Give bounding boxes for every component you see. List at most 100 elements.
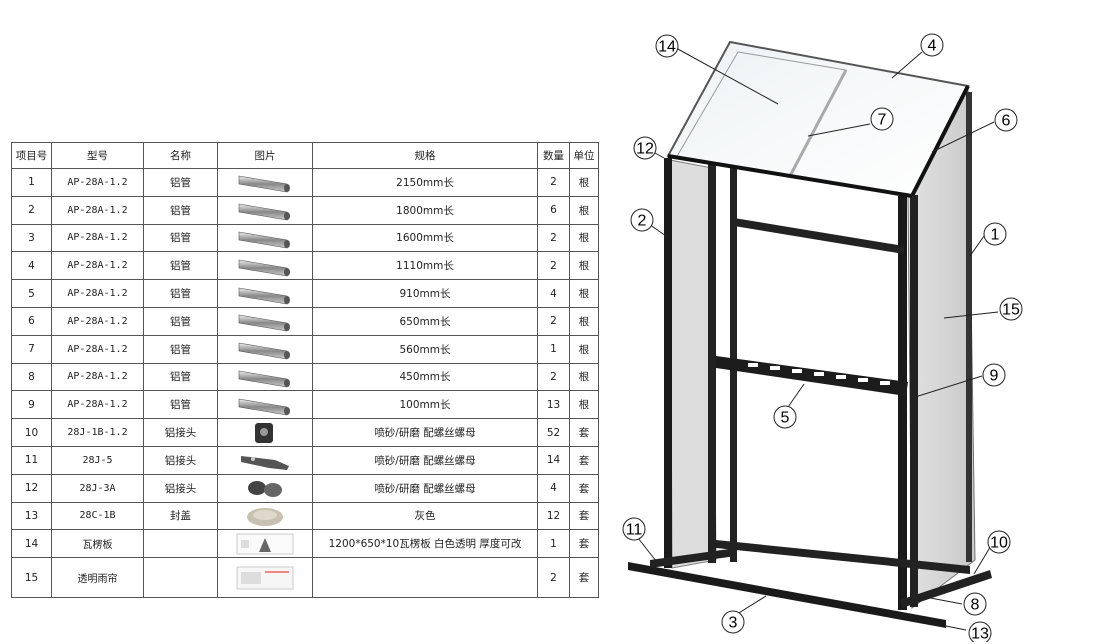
cell-name: 铝管: [143, 390, 218, 420]
callout-balloon: 8: [963, 592, 987, 616]
cell-spec: 650mm长: [312, 306, 538, 336]
callout-number: 4: [928, 38, 937, 55]
header-image: 图片: [217, 142, 313, 169]
cell-qty: 12: [537, 501, 570, 531]
base-rail-right: [900, 570, 992, 608]
aluminum-tube-icon: [238, 231, 290, 249]
cell-unit: 根: [569, 223, 599, 253]
cell-image: [217, 529, 313, 559]
cell-qty: 4: [537, 473, 570, 503]
cell-qty: 52: [537, 418, 570, 447]
cell-model: AP-28A-1.2: [51, 362, 144, 392]
cell-qty: 2: [537, 251, 570, 281]
cell-spec: 喷砂/研磨 配螺丝螺母: [312, 473, 538, 503]
cell-qty: 1: [537, 334, 570, 364]
cell-item-no: 9: [11, 390, 52, 420]
rear-post-right: [966, 92, 972, 562]
callout-balloon: 6: [994, 108, 1018, 132]
cell-item-no: 4: [11, 251, 52, 281]
cell-name: 铝管: [143, 334, 218, 364]
cell-model: 28J-5: [51, 445, 144, 475]
curtain-sheet-icon: [236, 566, 294, 590]
cell-qty: 2: [537, 168, 570, 197]
cell-model: AP-28A-1.2: [51, 334, 144, 364]
cell-unit: 套: [569, 445, 599, 475]
cell-model: 瓦楞板: [51, 529, 144, 559]
header-model: 型号: [51, 142, 144, 169]
cell-qty: 2: [537, 557, 570, 599]
cell-image: [217, 418, 313, 447]
callout-number: 2: [638, 213, 647, 230]
header-qty: 数量: [537, 142, 570, 169]
callout-number: 10: [990, 535, 1008, 552]
cell-item-no: 1: [11, 168, 52, 197]
cell-name: 封盖: [143, 501, 218, 531]
cell-item-no: 15: [11, 557, 52, 599]
cell-image: [217, 334, 313, 364]
cell-model: AP-28A-1.2: [51, 195, 144, 225]
front-post-left: [664, 158, 672, 568]
cell-item-no: 5: [11, 279, 52, 308]
callout-number: 15: [1002, 302, 1020, 319]
cell-spec: 喷砂/研磨 配螺丝螺母: [312, 418, 538, 447]
cell-name: 铝接头: [143, 473, 218, 503]
cell-image: [217, 445, 313, 475]
cell-image: [217, 473, 313, 503]
callout-number: 1: [991, 227, 1000, 244]
cell-image: [217, 279, 313, 308]
callout-balloon: 1: [983, 222, 1007, 246]
cell-name: [143, 529, 218, 559]
callout-balloon: 5: [773, 405, 797, 429]
aluminum-tube-icon: [238, 176, 290, 193]
cell-model: AP-28A-1.2: [51, 390, 144, 420]
inner-post-left: [708, 163, 716, 563]
cell-unit: 根: [569, 306, 599, 336]
cell-qty: 6: [537, 195, 570, 225]
callout-balloon: 15: [999, 297, 1023, 321]
cell-spec: 1110mm长: [312, 251, 538, 281]
cell-item-no: 14: [11, 529, 52, 559]
cell-unit: 套: [569, 473, 599, 503]
cell-image: [217, 501, 313, 531]
callout-balloon: 13: [968, 621, 992, 643]
cell-model: 透明雨帘: [51, 557, 144, 599]
header-unit: 单位: [569, 142, 599, 169]
callout-balloon: 11: [622, 517, 646, 541]
cell-item-no: 8: [11, 362, 52, 392]
cell-image: [217, 306, 313, 336]
cell-qty: 4: [537, 279, 570, 308]
aluminum-tube-icon: [238, 259, 290, 277]
base-rail-front: [628, 562, 946, 628]
base-rail-left: [650, 548, 736, 568]
cell-name: 铝接头: [143, 445, 218, 475]
cell-unit: 根: [569, 334, 599, 364]
roof-divider-bar: [788, 69, 848, 177]
cell-spec: 1800mm长: [312, 195, 538, 225]
callout-number: 13: [971, 626, 989, 643]
cell-unit: 根: [569, 279, 599, 308]
cell-spec: 560mm长: [312, 334, 538, 364]
cell-spec: 910mm长: [312, 279, 538, 308]
cell-unit: 套: [569, 557, 599, 599]
header-spec: 规格: [312, 142, 538, 169]
callout-balloon: 12: [633, 136, 657, 160]
cell-model: AP-28A-1.2: [51, 168, 144, 197]
cell-qty: 2: [537, 362, 570, 392]
table-header-row: 项目号 型号 名称 图片 规格 数量 单位: [11, 142, 599, 169]
cell-qty: 14: [537, 445, 570, 475]
roof-front-edge: [667, 154, 913, 198]
cell-unit: 根: [569, 168, 599, 197]
callout-balloon: 14: [655, 34, 679, 58]
cell-qty: 13: [537, 390, 570, 420]
